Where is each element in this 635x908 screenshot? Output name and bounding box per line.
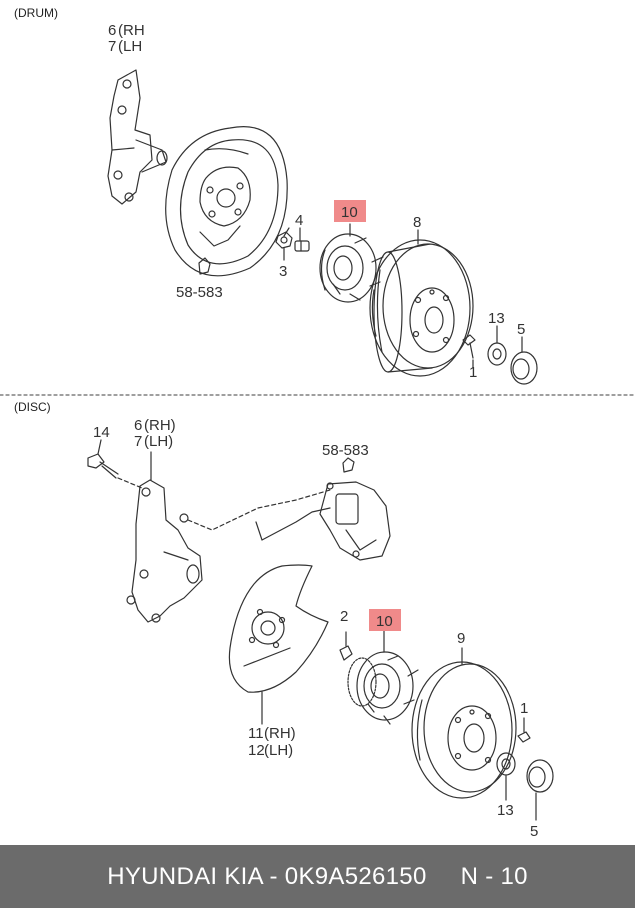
- label-part-8-drum: 8: [413, 214, 421, 231]
- label-ref-58-583-disc: 58-583: [322, 442, 369, 459]
- label-rh-shield: (RH): [264, 725, 296, 742]
- label-part-7-disc: 7: [134, 433, 142, 450]
- label-part-1-disc: 1: [520, 700, 528, 717]
- label-lh-disc: (LH): [144, 433, 173, 450]
- label-part-13-drum: 13: [488, 310, 505, 327]
- reference-hand-icon-drum: [198, 257, 211, 275]
- label-part-10-disc: 10: [376, 613, 393, 630]
- bolt-part-4-drum: [294, 240, 310, 252]
- highlight-part-10-drum: [334, 200, 366, 222]
- label-part-7-drum: 7: [108, 38, 116, 55]
- label-rh-disc: (RH): [144, 417, 176, 434]
- label-part-6-disc: 6: [134, 417, 142, 434]
- label-part-9-disc: 9: [457, 630, 465, 647]
- screw-part-1-drum: [462, 334, 476, 359]
- section-label-disc: (DISC): [14, 400, 51, 414]
- footer-bar: HYUNDAI KIA - 0K9A526150 N - 10: [0, 845, 635, 908]
- label-part-6-drum: 6: [108, 22, 116, 39]
- section-label-drum: (DRUM): [14, 6, 58, 20]
- label-part-5-disc: 5: [530, 823, 538, 840]
- label-part-13-disc: 13: [497, 802, 514, 819]
- splash-shield-part-11-12: [228, 564, 329, 693]
- label-part-5-drum: 5: [517, 321, 525, 338]
- hub-bearing-part-10-disc: [347, 651, 419, 725]
- label-part-3-drum: 3: [279, 263, 287, 280]
- highlight-part-10-disc: [369, 609, 401, 631]
- label-part-10-drum: 10: [341, 204, 358, 221]
- steering-knuckle-drum: [107, 69, 168, 205]
- brake-drum-part-8: [369, 239, 474, 377]
- exploded-parts-diagram: (DRUM): [0, 6, 635, 840]
- hub-bearing-part-10-drum: [319, 233, 384, 303]
- dust-cap-part-5-disc: [526, 759, 554, 793]
- label-lh-drum: (LH: [118, 38, 142, 55]
- label-ref-58-583-drum: 58-583: [176, 284, 223, 301]
- screw-part-1-disc: [517, 717, 531, 743]
- footer-part-number: HYUNDAI KIA - 0K9A526150: [107, 862, 427, 890]
- backing-plate-drum: [165, 126, 288, 277]
- label-part-11-disc: 11: [248, 725, 264, 742]
- label-part-4-drum: 4: [295, 212, 303, 229]
- label-part-12-disc: 12: [248, 742, 265, 759]
- steering-knuckle-disc: [126, 479, 203, 623]
- dust-cap-part-5-drum: [510, 351, 538, 385]
- label-part-1-drum: 1: [469, 364, 477, 381]
- label-rh-drum: (RH: [118, 22, 145, 39]
- reference-hand-icon-disc: [342, 457, 355, 473]
- nut-part-13-disc: [496, 752, 516, 776]
- label-part-14-disc: 14: [93, 424, 110, 441]
- label-part-2-disc: 2: [340, 608, 348, 625]
- footer-page-ref: N - 10: [460, 862, 528, 890]
- bolt-part-2-disc: [339, 631, 353, 661]
- bolt-part-14-disc: [87, 453, 119, 479]
- label-lh-shield: (LH): [264, 742, 293, 759]
- brake-disc-part-9: [411, 661, 517, 799]
- nut-part-13-drum: [487, 342, 507, 366]
- brake-caliper-disc: [255, 481, 391, 561]
